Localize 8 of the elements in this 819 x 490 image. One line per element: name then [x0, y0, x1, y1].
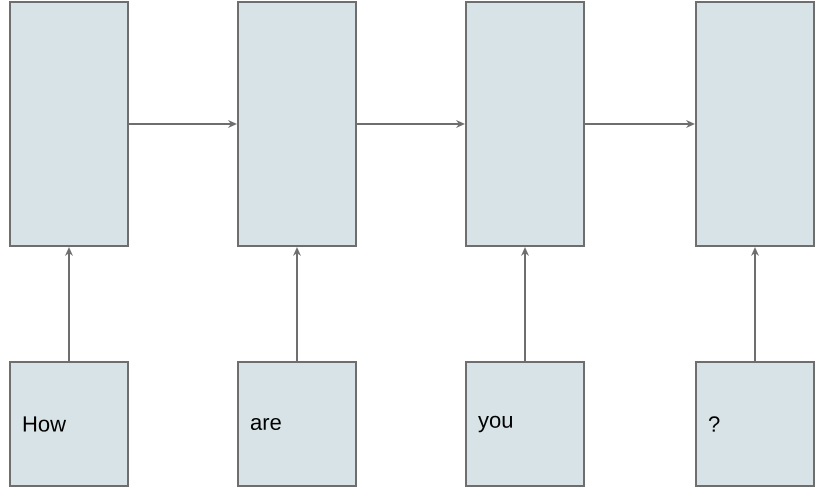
- word-box: How: [9, 361, 129, 487]
- word-box: you: [465, 361, 585, 487]
- word-box: are: [237, 361, 357, 487]
- hidden-state-box: [695, 1, 815, 247]
- word-box: ?: [695, 361, 815, 487]
- hidden-state-box: [237, 1, 357, 247]
- hidden-state-box: [9, 1, 129, 247]
- hidden-state-box: [465, 1, 585, 247]
